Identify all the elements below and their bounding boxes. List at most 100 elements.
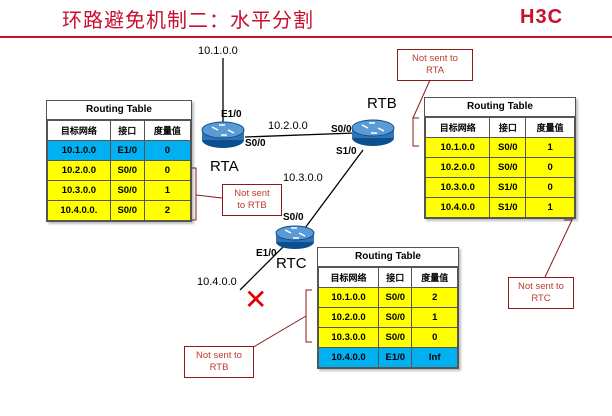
rtb-s00-label: S0/0 bbox=[331, 124, 352, 135]
cell-destination: 10.4.0.0 bbox=[317, 347, 380, 368]
cell-destination: 10.3.0.0 bbox=[317, 327, 380, 348]
rta-e10-label: E1/0 bbox=[221, 109, 242, 120]
cell-destination: 10.1.0.0 bbox=[47, 140, 111, 161]
network-10-2-label: 10.2.0.0 bbox=[268, 120, 308, 132]
cell-destination: 10.3.0.0 bbox=[424, 177, 491, 198]
router-rtb-label: RTB bbox=[367, 95, 397, 112]
rtb-header-metric: 度量值 bbox=[525, 117, 575, 138]
cell-metric: 0 bbox=[143, 160, 192, 181]
cell-destination: 10.4.0.0. bbox=[47, 200, 111, 221]
network-10-4-label: 10.4.0.0 bbox=[197, 276, 237, 288]
rtc-not-sent-to-rtb-note: Not sent to RTB bbox=[184, 346, 254, 378]
cell-interface: E1/0 bbox=[109, 140, 145, 161]
cell-metric: 1 bbox=[525, 197, 575, 218]
table-row: 10.2.0.0 S0/0 0 bbox=[424, 157, 575, 178]
rtc-header-destination: 目标网络 bbox=[317, 267, 380, 288]
cell-destination: 10.2.0.0 bbox=[47, 160, 111, 181]
cell-interface: S1/0 bbox=[489, 197, 527, 218]
network-10-1-label: 10.1.0.0 bbox=[198, 45, 238, 57]
note-line: to RTB bbox=[237, 200, 267, 211]
rtb-header-interface: 接口 bbox=[489, 117, 527, 138]
rtc-note-leader bbox=[244, 315, 307, 353]
rtb-table-caption: Routing Table bbox=[425, 98, 575, 117]
cell-metric: 1 bbox=[525, 137, 575, 158]
cell-metric: 0 bbox=[143, 140, 192, 161]
rtb-not-sent-to-rta-note: Not sent to RTA bbox=[397, 49, 473, 81]
table-row: 10.3.0.0 S1/0 0 bbox=[424, 177, 575, 198]
router-rtb-icon bbox=[351, 119, 395, 146]
slide-title: 环路避免机制二：水平分割 bbox=[62, 8, 314, 32]
rtc-header-interface: 接口 bbox=[378, 267, 413, 288]
link-rta-rtb bbox=[244, 132, 356, 138]
cell-metric: 1 bbox=[411, 307, 458, 328]
note-line: Not sent to bbox=[196, 350, 242, 361]
cell-interface: S0/0 bbox=[109, 180, 145, 201]
rtb-top-note-bracket bbox=[412, 117, 419, 147]
cell-interface: S0/0 bbox=[378, 327, 413, 348]
h3c-logo: H3C bbox=[520, 6, 564, 28]
cell-destination: 10.1.0.0 bbox=[317, 287, 380, 308]
cell-interface: S0/0 bbox=[489, 137, 527, 158]
cell-interface: S0/0 bbox=[378, 307, 413, 328]
router-rta-icon bbox=[201, 121, 245, 148]
cell-metric: 0 bbox=[525, 157, 575, 178]
cell-metric: 2 bbox=[143, 200, 192, 221]
note-line: RTB bbox=[209, 362, 229, 373]
cell-interface: E1/0 bbox=[378, 347, 413, 368]
cell-metric: Inf bbox=[411, 347, 458, 368]
rtb-header-destination: 目标网络 bbox=[424, 117, 491, 138]
link-rtc-lan bbox=[239, 244, 286, 291]
table-row: 10.3.0.0 S0/0 0 bbox=[317, 327, 458, 348]
table-row: 10.1.0.0 S0/0 1 bbox=[424, 137, 575, 158]
cell-destination: 10.1.0.0 bbox=[424, 137, 491, 158]
rta-s00-label: S0/0 bbox=[245, 138, 266, 149]
rtc-e10-label: E1/0 bbox=[256, 248, 277, 259]
cell-interface: S0/0 bbox=[109, 160, 145, 181]
title-divider bbox=[0, 36, 612, 38]
rtb-routing-table: Routing Table 目标网络 接口 度量值 10.1.0.0 S0/0 … bbox=[424, 97, 576, 219]
cell-metric: 0 bbox=[411, 327, 458, 348]
link-rtb-rtc bbox=[304, 149, 364, 229]
note-line: Not sent bbox=[234, 188, 270, 199]
rta-not-sent-note: Not sent to RTB bbox=[222, 184, 282, 216]
rtc-header-metric: 度量值 bbox=[411, 267, 458, 288]
cell-metric: 2 bbox=[411, 287, 458, 308]
unreachable-x-icon: ✕ bbox=[244, 284, 268, 315]
cell-destination: 10.2.0.0 bbox=[424, 157, 491, 178]
table-row: 10.1.0.0 S0/0 2 bbox=[317, 287, 458, 308]
note-line: Not sent to bbox=[518, 281, 564, 292]
table-row: 10.2.0.0 S0/0 0 bbox=[47, 160, 192, 181]
rtc-s00-label: S0/0 bbox=[283, 212, 304, 223]
table-row: 10.4.0.0. S0/0 2 bbox=[47, 200, 192, 221]
rtc-note-bracket bbox=[305, 289, 312, 343]
rta-header-metric: 度量值 bbox=[143, 120, 192, 141]
rta-note-leader bbox=[195, 194, 223, 199]
rtc-table-caption: Routing Table bbox=[318, 248, 458, 267]
rta-table-caption: Routing Table bbox=[47, 101, 191, 120]
network-10-3-label: 10.3.0.0 bbox=[283, 172, 323, 184]
rtb-s10-label: S1/0 bbox=[336, 146, 357, 157]
rta-header-interface: 接口 bbox=[109, 120, 145, 141]
cell-interface: S0/0 bbox=[378, 287, 413, 308]
rta-header-destination: 目标网络 bbox=[47, 120, 111, 141]
cell-interface: S1/0 bbox=[489, 177, 527, 198]
rtb-top-note-leader bbox=[412, 79, 431, 119]
cell-interface: S0/0 bbox=[109, 200, 145, 221]
rtb-bottom-note-leader bbox=[544, 219, 573, 278]
table-row: 10.4.0.0 E1/0 Inf bbox=[317, 347, 458, 368]
table-row: 10.2.0.0 S0/0 1 bbox=[317, 307, 458, 328]
cell-interface: S0/0 bbox=[489, 157, 527, 178]
table-row: 10.1.0.0 E1/0 0 bbox=[47, 140, 192, 161]
router-rta-label: RTA bbox=[210, 158, 239, 175]
rtb-not-sent-to-rtc-note: Not sent to RTC bbox=[508, 277, 574, 309]
router-rtc-icon bbox=[275, 225, 315, 249]
cell-destination: 10.4.0.0 bbox=[424, 197, 491, 218]
table-row: 10.3.0.0 S0/0 1 bbox=[47, 180, 192, 201]
router-rtc-label: RTC bbox=[276, 255, 307, 272]
table-row: 10.4.0.0 S1/0 1 bbox=[424, 197, 575, 218]
cell-destination: 10.2.0.0 bbox=[317, 307, 380, 328]
rtc-routing-table: Routing Table 目标网络 接口 度量值 10.1.0.0 S0/0 … bbox=[317, 247, 459, 369]
cell-metric: 0 bbox=[525, 177, 575, 198]
note-line: Not sent to bbox=[412, 53, 458, 64]
